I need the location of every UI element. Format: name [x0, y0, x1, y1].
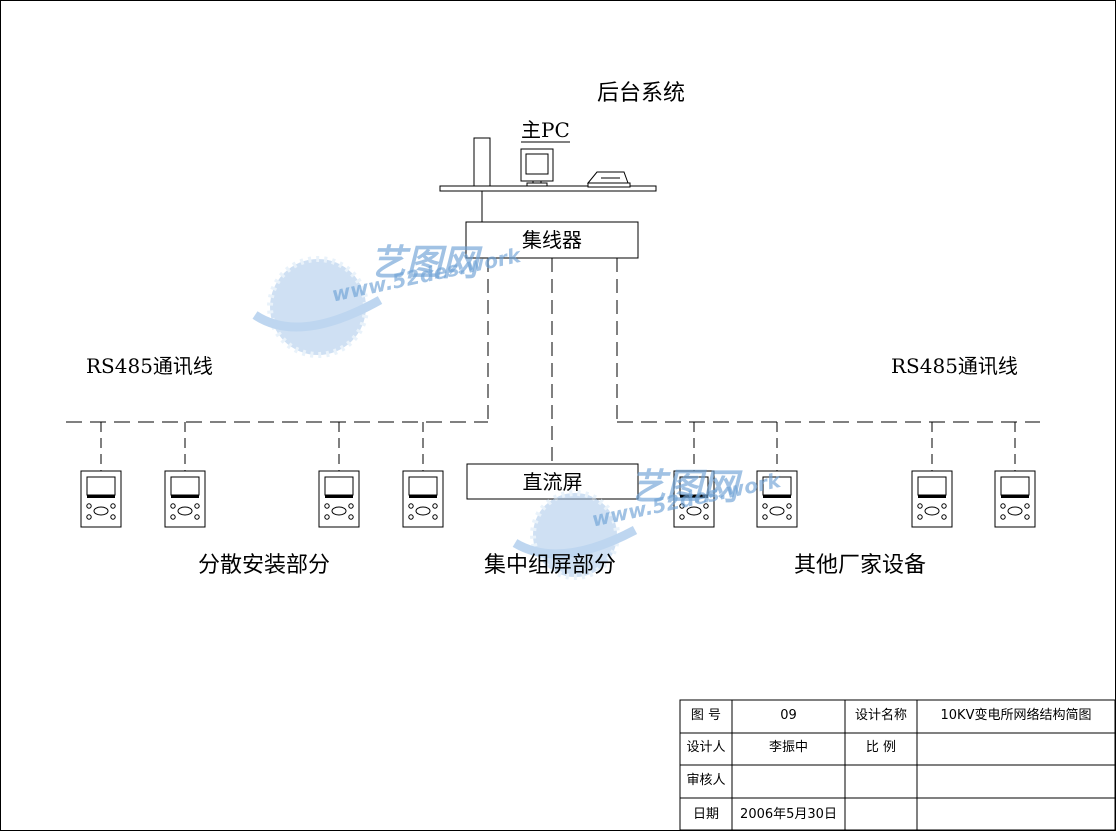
field-device-icon	[402, 470, 444, 528]
desk-shelf	[439, 185, 657, 192]
left-rs485-label: RS485通讯线	[86, 354, 213, 378]
backend-system-title: 后台系统	[597, 81, 686, 106]
drawing-no-value: 09	[780, 708, 797, 723]
date-label: 日期	[692, 807, 719, 822]
designer-value: 李振中	[768, 740, 808, 755]
watermark-globe-2	[512, 490, 638, 580]
scale-label: 比 例	[865, 740, 897, 755]
field-device-icon	[318, 470, 360, 528]
trunk-lines	[487, 258, 618, 464]
design-name-label: 设计名称	[854, 708, 907, 723]
watermark-brand-1: 艺图网	[370, 243, 479, 284]
date-value: 2006年5月30日	[740, 807, 837, 822]
field-device-icon	[756, 470, 798, 528]
field-device-icon	[80, 470, 122, 528]
monitor-icon	[520, 148, 554, 187]
field-device-icon	[164, 470, 206, 528]
designer-label: 设计人	[686, 740, 726, 755]
centralized-group-label: 集中组屏部分	[484, 553, 617, 578]
device-drops	[100, 422, 1016, 471]
right-rs485-label: RS485通讯线	[891, 354, 1018, 378]
pc-tower-icon	[473, 137, 491, 187]
watermark-globe-1	[252, 256, 383, 358]
dc-panel-box	[466, 463, 639, 500]
main-pc-label: 主PC	[521, 118, 570, 142]
field-device-icon	[994, 470, 1036, 528]
other-vendor-group-label: 其他厂家设备	[794, 553, 927, 578]
hub-label: 集线器	[522, 228, 582, 252]
device-group	[80, 470, 1036, 528]
field-device-icon	[911, 470, 953, 528]
printer-icon	[586, 171, 631, 188]
distributed-group-label: 分散安装部分	[198, 553, 331, 578]
workstation	[439, 137, 657, 192]
reviewer-label: 审核人	[686, 773, 726, 788]
dc-panel-label: 直流屏	[522, 470, 583, 494]
title-block	[679, 699, 1116, 831]
watermark-brand-2: 艺图网	[630, 467, 739, 508]
field-device-icon	[673, 470, 715, 528]
design-name-value: 10KV变电所网络结构简图	[940, 708, 1092, 723]
hub-box	[465, 221, 639, 259]
drawing-no-label: 图 号	[690, 708, 722, 723]
